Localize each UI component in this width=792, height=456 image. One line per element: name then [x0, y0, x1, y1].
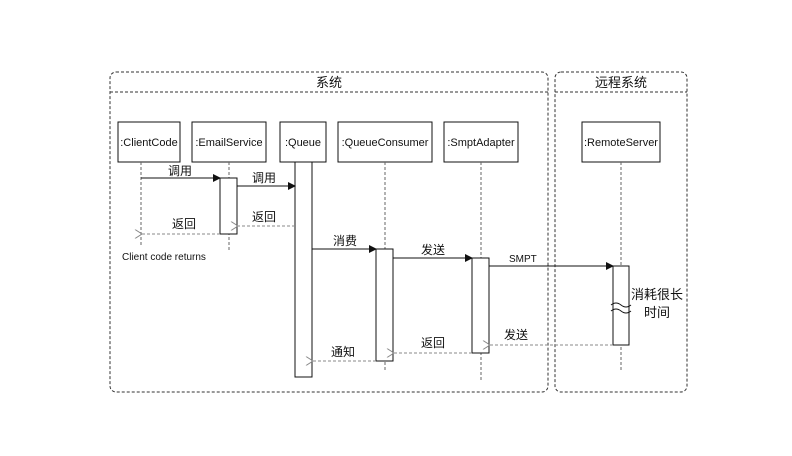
message-return-3: 返回	[394, 336, 472, 353]
object-smpt-adapter: :SmptAdapter	[443, 121, 519, 163]
message-label: 返回	[421, 336, 445, 350]
message-label: 消费	[333, 234, 357, 248]
message-label: 调用	[252, 171, 276, 185]
message-label: 调用	[168, 164, 192, 178]
object-label: :ClientCode	[120, 137, 177, 149]
message-send-2: 发送	[490, 327, 613, 345]
object-box	[279, 121, 327, 163]
object-box	[581, 121, 661, 163]
object-label: :Queue	[285, 137, 321, 149]
message-label: 返回	[252, 210, 276, 224]
message-notify: 通知	[313, 345, 376, 361]
object-queue: :Queue	[279, 121, 327, 163]
object-label: :QueueConsumer	[342, 137, 429, 149]
activation-smpt-adapter	[471, 257, 490, 354]
message-label: 返回	[172, 217, 196, 231]
message-label: 通知	[331, 345, 355, 359]
object-label: :SmptAdapter	[447, 137, 515, 149]
message-label: 发送	[504, 327, 528, 342]
message-send-1: 发送	[393, 242, 473, 262]
message-call-1: 调用	[141, 164, 221, 182]
activation-queue	[294, 161, 313, 378]
object-email-service: :EmailService	[191, 121, 267, 163]
system-frame-border	[109, 71, 549, 393]
object-client-code: :ClientCode	[117, 121, 181, 163]
object-box	[443, 121, 519, 163]
note-long-time-line1: 消耗很长	[631, 288, 683, 303]
message-label: SMPT	[509, 254, 537, 265]
note-client-code-returns: Client code returns	[122, 252, 206, 263]
object-box	[337, 121, 433, 163]
remote-system-frame: 远程系统	[554, 71, 688, 393]
message-label: 发送	[421, 242, 445, 257]
object-remote-server: :RemoteServer	[581, 121, 661, 163]
system-frame: 系统	[109, 71, 549, 393]
time-break-mark-top	[610, 302, 632, 308]
remote-frame-title: 远程系统	[595, 76, 647, 91]
message-consume: 消费	[312, 234, 377, 253]
object-label: :EmailService	[195, 137, 262, 149]
activation-queue-consumer	[375, 248, 394, 362]
activation-email-service	[219, 177, 238, 235]
time-break-mark-bottom	[610, 308, 632, 314]
message-call-2: 调用	[237, 171, 296, 190]
system-frame-title: 系统	[316, 76, 342, 91]
object-box	[191, 121, 267, 163]
message-return-1: 返回	[142, 217, 220, 234]
note-long-time-line2: 时间	[644, 306, 670, 321]
object-queue-consumer: :QueueConsumer	[337, 121, 433, 163]
object-label: :RemoteServer	[584, 137, 658, 149]
message-smpt: SMPT	[489, 254, 614, 270]
remote-frame-border	[554, 71, 688, 393]
object-box	[117, 121, 181, 163]
message-return-2: 返回	[238, 210, 295, 226]
